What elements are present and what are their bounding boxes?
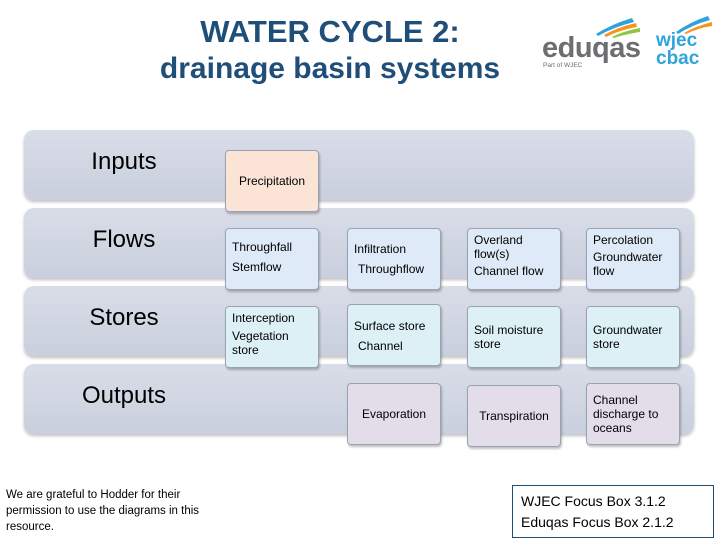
box-text: Throughfall <box>232 240 293 254</box>
box-text: Infiltration <box>354 242 407 256</box>
box-text: Channel discharge to oceans <box>593 393 659 435</box>
box-text: Precipitation <box>238 174 306 188</box>
title-line-1: WATER CYCLE 2: <box>200 14 460 49</box>
box-text: Throughflow <box>358 262 425 276</box>
credit-note: We are grateful to Hodder for their perm… <box>6 489 200 533</box>
flow-box-infiltration: Infiltration Throughflow <box>347 228 441 290</box>
store-box-groundwater: Groundwater store <box>586 306 680 368</box>
box-text: Groundwater store <box>593 323 663 351</box>
wjec-logo: wjec cbac <box>650 14 714 70</box>
box-text: Groundwater flow <box>593 250 663 278</box>
output-box-channel-discharge: Channel discharge to oceans <box>586 383 680 445</box>
focus-line-eduqas: Eduqas Focus Box 2.1.2 <box>521 514 674 530</box>
box-text: Soil moisture store <box>474 323 544 351</box>
row-label-stores: Stores <box>89 304 159 331</box>
eduqas-swoosh-icon <box>596 18 640 38</box>
box-text: Surface store <box>354 319 426 333</box>
flow-box-percolation: Percolation Groundwater flow <box>586 228 680 290</box>
output-box-transpiration: Transpiration <box>467 385 561 447</box>
eduqas-wordmark: eduqas <box>542 32 641 64</box>
input-box-precipitation: Precipitation <box>225 150 319 212</box>
wjec-line-1: wjec <box>656 30 698 51</box>
eduqas-tagline: Part of WJEC <box>543 62 583 69</box>
row-inputs: Inputs <box>24 130 694 200</box>
box-text: Evaporation <box>361 407 427 421</box>
title-line-2: drainage basin systems <box>159 51 501 85</box>
focus-line-wjec: WJEC Focus Box 3.1.2 <box>521 493 666 509</box>
wjec-wordmark: wjec cbac <box>656 30 700 69</box>
store-box-interception: Interception Vegetation store <box>225 306 319 368</box>
box-text: Interception <box>232 311 295 325</box>
flow-box-throughfall: Throughfall Stemflow <box>225 228 319 290</box>
row-label-flows: Flows <box>92 226 156 253</box>
wjec-line-2: cbac <box>656 48 700 69</box>
box-text: Percolation <box>593 233 654 247</box>
box-text: Transpiration <box>479 409 549 423</box>
store-box-soil-moisture: Soil moisture store <box>467 306 561 368</box>
box-text: Channel <box>358 339 403 353</box>
page-title: WATER CYCLE 2: drainage basin systems <box>120 14 540 86</box>
row-label-outputs: Outputs <box>81 382 167 409</box>
store-box-surface-store: Surface store Channel <box>347 304 441 366</box>
box-text: Overland flow(s) <box>474 233 523 261</box>
wjec-swoosh-icon <box>676 16 712 34</box>
row-label-inputs: Inputs <box>91 148 157 175</box>
box-text: Channel flow <box>474 264 544 278</box>
eduqas-logo: eduqas Part of WJEC <box>540 14 644 70</box>
focus-box-reference: WJEC Focus Box 3.1.2 Eduqas Focus Box 2.… <box>512 485 714 538</box>
box-text: Stemflow <box>232 260 282 274</box>
flow-box-overland-flow: Overland flow(s) Channel flow <box>467 228 561 290</box>
box-text: Vegetation store <box>232 329 289 357</box>
output-box-evaporation: Evaporation <box>347 383 441 445</box>
